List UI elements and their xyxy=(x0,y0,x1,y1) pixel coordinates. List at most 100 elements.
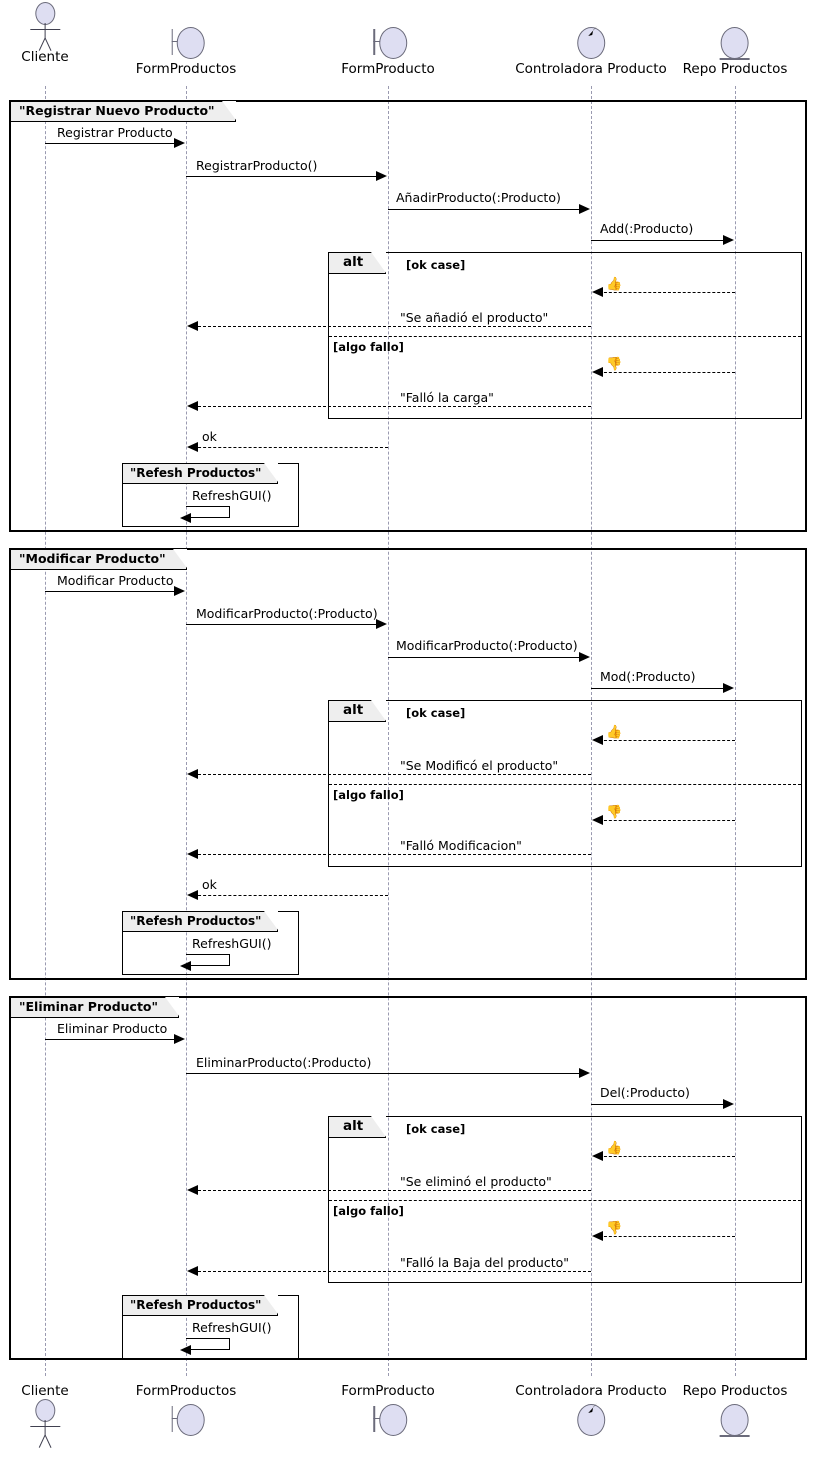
fragment-eliminar-producto[interactable]: "Eliminar Producto" xyxy=(9,996,807,1360)
participant-header-formproductos[interactable]: FormProductos xyxy=(136,22,236,77)
arrowhead-right-icon xyxy=(723,683,734,693)
fragment-registrar-nuevo-producto[interactable]: "Registrar Nuevo Producto" xyxy=(9,100,807,532)
return-line xyxy=(193,1190,591,1191)
message-line xyxy=(186,624,377,625)
boundary-icon xyxy=(358,22,418,62)
participant-header-repo[interactable]: Repo Productos xyxy=(682,22,788,77)
arrowhead-right-icon xyxy=(376,619,387,629)
arrowhead-left-icon xyxy=(180,513,191,523)
arrowhead-left-icon xyxy=(592,815,603,825)
participant-header-controladora[interactable]: Controladora Producto xyxy=(515,22,667,77)
fragment-label: "Refesh Productos" xyxy=(123,463,279,484)
alt-fragment-eliminar[interactable]: alt xyxy=(328,1116,802,1283)
guard-label: [algo fallo] xyxy=(333,788,404,802)
participant-footer-cliente[interactable]: Cliente xyxy=(21,1383,69,1448)
entity-icon xyxy=(705,22,765,62)
participant-label: Repo Productos xyxy=(682,61,788,77)
return-line xyxy=(599,1156,735,1157)
arrowhead-left-icon xyxy=(592,367,603,377)
alt-branch-divider xyxy=(329,336,801,337)
message-label: Modificar Producto xyxy=(57,573,174,588)
return-line xyxy=(193,854,591,855)
alt-fragment-registrar[interactable]: alt xyxy=(328,252,802,419)
message-label: RefreshGUI() xyxy=(192,488,272,503)
alt-operator-label: alt xyxy=(329,1116,387,1138)
alt-fragment-modificar[interactable]: alt xyxy=(328,700,802,867)
participant-label: Cliente xyxy=(21,1383,69,1399)
message-label: RegistrarProducto() xyxy=(196,158,318,173)
arrowhead-right-icon xyxy=(579,204,590,214)
alt-operator-label: alt xyxy=(329,252,387,274)
participant-label: Repo Productos xyxy=(682,1383,788,1399)
message-label: "Falló la carga" xyxy=(400,390,494,405)
thumbs-down-icon: 👎 xyxy=(606,1221,623,1236)
fragment-refesh-productos[interactable]: "Refesh Productos" xyxy=(122,463,299,527)
guard-label: [ok case] xyxy=(406,258,466,272)
message-line xyxy=(186,1073,581,1074)
boundary-icon xyxy=(156,1399,216,1439)
message-label: RefreshGUI() xyxy=(192,936,272,951)
arrowhead-right-icon xyxy=(174,586,185,596)
lifeline-formproducto xyxy=(388,86,389,1376)
participant-label: Controladora Producto xyxy=(515,61,667,77)
message-line xyxy=(591,1104,724,1105)
message-label: Registrar Producto xyxy=(57,125,173,140)
arrowhead-left-icon xyxy=(187,401,198,411)
fragment-refesh-productos[interactable]: "Refesh Productos" xyxy=(122,1295,299,1359)
message-label: ModificarProducto(:Producto) xyxy=(396,638,578,653)
arrowhead-right-icon xyxy=(723,235,734,245)
message-line xyxy=(591,240,724,241)
alt-branch-divider xyxy=(329,1200,801,1201)
participant-footer-repo[interactable]: Repo Productos xyxy=(682,1383,788,1439)
message-line xyxy=(388,209,580,210)
return-line xyxy=(193,447,388,448)
message-label: Del(:Producto) xyxy=(600,1085,690,1100)
arrowhead-left-icon xyxy=(187,442,198,452)
message-label: "Se Modificó el producto" xyxy=(400,758,559,773)
arrowhead-left-icon xyxy=(187,1266,198,1276)
arrowhead-left-icon xyxy=(592,287,603,297)
alt-branch-divider xyxy=(329,784,801,785)
arrowhead-left-icon xyxy=(592,1231,603,1241)
actor-icon xyxy=(24,2,66,51)
fragment-modificar-producto[interactable]: "Modificar Producto" xyxy=(9,548,807,980)
return-line xyxy=(599,740,735,741)
guard-label: [algo fallo] xyxy=(333,1204,404,1218)
arrowhead-right-icon xyxy=(579,1068,590,1078)
return-line xyxy=(599,292,735,293)
message-label: RefreshGUI() xyxy=(192,1320,272,1335)
return-line xyxy=(193,406,591,407)
arrowhead-right-icon xyxy=(376,171,387,181)
participant-footer-formproductos[interactable]: FormProductos xyxy=(136,1384,236,1439)
thumbs-up-icon: 👍 xyxy=(606,725,623,740)
message-label: EliminarProducto(:Producto) xyxy=(196,1055,372,1070)
entity-icon xyxy=(705,1399,765,1439)
participant-label: FormProducto xyxy=(341,1383,435,1399)
arrowhead-left-icon xyxy=(592,735,603,745)
message-line xyxy=(388,657,580,658)
lifeline-cliente xyxy=(45,86,46,1376)
participant-header-cliente[interactable]: Cliente xyxy=(21,2,69,65)
thumbs-down-icon: 👎 xyxy=(606,805,623,820)
boundary-icon xyxy=(358,1399,418,1439)
participant-header-formproducto[interactable]: FormProducto xyxy=(341,22,435,77)
fragment-label: "Modificar Producto" xyxy=(11,549,187,570)
message-line xyxy=(45,1039,175,1040)
participant-footer-formproducto[interactable]: FormProducto xyxy=(341,1384,435,1439)
participant-footer-controladora[interactable]: Controladora Producto xyxy=(515,1384,667,1439)
message-line xyxy=(45,591,175,592)
arrowhead-left-icon xyxy=(180,961,191,971)
return-line xyxy=(193,895,388,896)
arrowhead-left-icon xyxy=(187,849,198,859)
self-message-line xyxy=(186,1338,230,1350)
guard-label: [ok case] xyxy=(406,1122,466,1136)
fragment-label: "Refesh Productos" xyxy=(123,1295,279,1316)
lifeline-formproductos xyxy=(186,86,187,1376)
message-label: "Se eliminó el producto" xyxy=(400,1174,552,1189)
message-line xyxy=(45,143,175,144)
message-label: AñadirProducto(:Producto) xyxy=(396,190,561,205)
fragment-refesh-productos[interactable]: "Refesh Productos" xyxy=(122,911,299,975)
fragment-label: "Eliminar Producto" xyxy=(11,997,180,1018)
arrowhead-left-icon xyxy=(187,1185,198,1195)
guard-label: [ok case] xyxy=(406,706,466,720)
